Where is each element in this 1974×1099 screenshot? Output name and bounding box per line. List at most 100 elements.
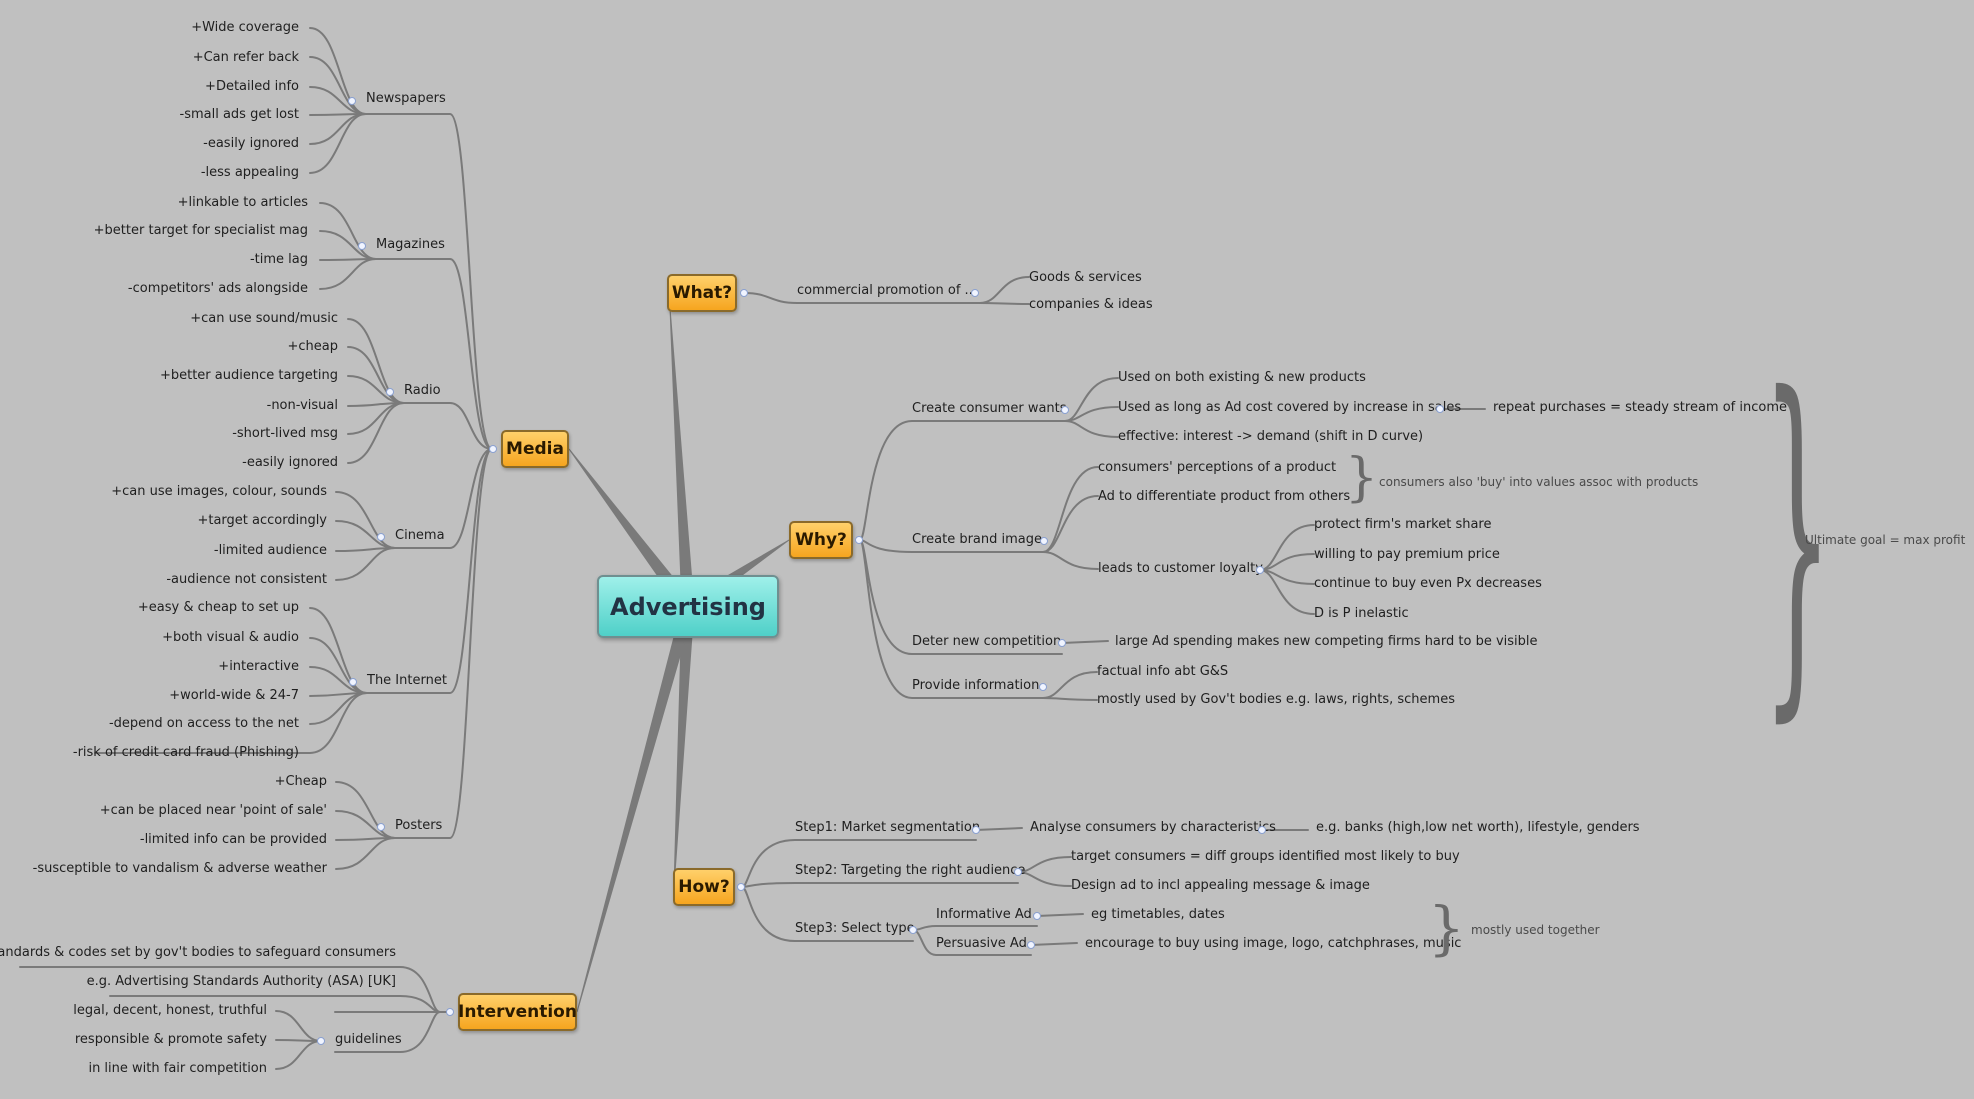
- loyalty-item[interactable]: D is P inelastic: [1314, 606, 1409, 621]
- bi-item[interactable]: leads to customer loyalty: [1098, 561, 1263, 576]
- media-item[interactable]: -audience not consistent: [166, 572, 327, 587]
- media-item[interactable]: +both visual & audio: [162, 630, 299, 645]
- persuasive-ad[interactable]: Persuasive Ad: [936, 936, 1027, 951]
- media-item[interactable]: -small ads get lost: [179, 107, 300, 122]
- collapse-toggle[interactable]: [1258, 826, 1266, 834]
- topic-intervention[interactable]: Intervention: [458, 993, 577, 1031]
- provide-item[interactable]: mostly used by Gov't bodies e.g. laws, r…: [1097, 692, 1455, 707]
- media-item[interactable]: +Detailed info: [205, 79, 299, 94]
- media-item[interactable]: +can use sound/music: [190, 311, 338, 326]
- loyalty-item[interactable]: protect firm's market share: [1314, 517, 1492, 532]
- collapse-toggle-how[interactable]: [737, 883, 745, 891]
- collapse-toggle[interactable]: [317, 1037, 325, 1045]
- media-item[interactable]: +target accordingly: [197, 513, 327, 528]
- collapse-toggle[interactable]: [1039, 683, 1047, 691]
- collapse-toggle[interactable]: [1040, 537, 1048, 545]
- media-item[interactable]: +Cheap: [274, 774, 327, 789]
- how-step1[interactable]: Step1: Market segmentation: [795, 820, 981, 835]
- media-item[interactable]: +world-wide & 24-7: [169, 688, 299, 703]
- collapse-toggle[interactable]: [349, 678, 357, 686]
- collapse-toggle[interactable]: [348, 97, 356, 105]
- media-item[interactable]: -non-visual: [266, 398, 338, 413]
- loyalty-item[interactable]: willing to pay premium price: [1314, 547, 1500, 562]
- media-cinema[interactable]: Cinema: [395, 528, 445, 543]
- collapse-toggle[interactable]: [358, 242, 366, 250]
- collapse-toggle-why[interactable]: [855, 536, 863, 544]
- intervention-item[interactable]: Standards & codes set by gov't bodies to…: [0, 945, 396, 960]
- persuasive-item[interactable]: encourage to buy using image, logo, catc…: [1085, 936, 1462, 951]
- what-branch[interactable]: commercial promotion of ...: [797, 283, 977, 298]
- media-radio[interactable]: Radio: [404, 383, 441, 398]
- media-item[interactable]: +better target for specialist mag: [93, 223, 308, 238]
- media-item[interactable]: +can be placed near 'point of sale': [99, 803, 327, 818]
- guideline-item[interactable]: legal, decent, honest, truthful: [73, 1003, 267, 1018]
- media-item[interactable]: -short-lived msg: [232, 426, 338, 441]
- media-item[interactable]: -limited audience: [213, 543, 327, 558]
- media-item[interactable]: -depend on access to the net: [108, 716, 299, 731]
- why-brand-image[interactable]: Create brand image: [912, 532, 1043, 547]
- collapse-toggle[interactable]: [971, 289, 979, 297]
- collapse-toggle-what[interactable]: [740, 289, 748, 297]
- deter-item[interactable]: large Ad spending makes new competing fi…: [1115, 634, 1538, 649]
- how-step2[interactable]: Step2: Targeting the right audience: [795, 863, 1026, 878]
- media-item[interactable]: +Can refer back: [192, 50, 299, 65]
- bi-item[interactable]: consumers' perceptions of a product: [1098, 460, 1337, 475]
- collapse-toggle-intervention[interactable]: [446, 1008, 454, 1016]
- collapse-toggle[interactable]: [1436, 405, 1444, 413]
- media-item[interactable]: +linkable to articles: [177, 195, 308, 210]
- topic-what[interactable]: What?: [667, 274, 737, 312]
- collapse-toggle-media[interactable]: [489, 445, 497, 453]
- media-item[interactable]: -less appealing: [200, 165, 299, 180]
- media-item[interactable]: +easy & cheap to set up: [137, 600, 299, 615]
- why-provide[interactable]: Provide information: [912, 678, 1040, 693]
- provide-item[interactable]: factual info abt G&S: [1097, 664, 1229, 679]
- how-step3[interactable]: Step3: Select type: [795, 921, 915, 936]
- collapse-toggle[interactable]: [377, 533, 385, 541]
- guideline-item[interactable]: responsible & promote safety: [74, 1032, 267, 1047]
- media-item[interactable]: +interactive: [218, 659, 299, 674]
- collapse-toggle[interactable]: [1061, 406, 1069, 414]
- central-topic[interactable]: Advertising: [597, 575, 779, 638]
- why-consumer-wants[interactable]: Create consumer wants: [912, 401, 1067, 416]
- bi-item[interactable]: Ad to differentiate product from others: [1098, 489, 1351, 504]
- step1-sub-item[interactable]: e.g. banks (high,low net worth), lifesty…: [1316, 820, 1640, 835]
- collapse-toggle[interactable]: [377, 823, 385, 831]
- collapse-toggle[interactable]: [1256, 566, 1264, 574]
- collapse-toggle[interactable]: [386, 388, 394, 396]
- step1-item[interactable]: Analyse consumers by characteristics: [1030, 820, 1276, 835]
- media-item[interactable]: -competitors' ads alongside: [127, 281, 308, 296]
- collapse-toggle[interactable]: [1058, 639, 1066, 647]
- step2-item[interactable]: Design ad to incl appealing message & im…: [1071, 878, 1370, 893]
- what-item[interactable]: companies & ideas: [1029, 297, 1153, 312]
- informative-item[interactable]: eg timetables, dates: [1091, 907, 1225, 922]
- media-item[interactable]: +can use images, colour, sounds: [111, 484, 327, 499]
- collapse-toggle[interactable]: [972, 826, 980, 834]
- collapse-toggle[interactable]: [909, 926, 917, 934]
- media-item[interactable]: +Wide coverage: [191, 20, 299, 35]
- guideline-item[interactable]: in line with fair competition: [88, 1061, 267, 1076]
- collapse-toggle[interactable]: [1027, 941, 1035, 949]
- step2-item[interactable]: target consumers = diff groups identifie…: [1071, 849, 1460, 864]
- media-item[interactable]: -easily ignored: [203, 136, 299, 151]
- cw-sub-item[interactable]: repeat purchases = steady stream of inco…: [1493, 400, 1787, 415]
- intervention-item[interactable]: e.g. Advertising Standards Authority (AS…: [86, 974, 396, 989]
- media-item[interactable]: +cheap: [287, 339, 339, 354]
- media-item[interactable]: -easily ignored: [242, 455, 338, 470]
- media-internet[interactable]: The Internet: [367, 673, 447, 688]
- media-item[interactable]: +better audience targeting: [159, 368, 338, 383]
- media-item[interactable]: -limited info can be provided: [139, 832, 327, 847]
- topic-how[interactable]: How?: [673, 868, 735, 906]
- media-newspapers[interactable]: Newspapers: [366, 91, 446, 106]
- cw-item[interactable]: Used on both existing & new products: [1118, 370, 1366, 385]
- why-deter[interactable]: Deter new competition: [912, 634, 1062, 649]
- cw-item[interactable]: Used as long as Ad cost covered by incre…: [1118, 400, 1462, 415]
- media-item[interactable]: -susceptible to vandalism & adverse weat…: [32, 861, 327, 876]
- cw-item[interactable]: effective: interest -> demand (shift in …: [1118, 429, 1424, 444]
- media-item[interactable]: -risk of credit card fraud (Phishing): [72, 745, 299, 760]
- collapse-toggle[interactable]: [1033, 912, 1041, 920]
- media-posters[interactable]: Posters: [395, 818, 443, 833]
- intervention-guidelines[interactable]: guidelines: [335, 1032, 402, 1047]
- loyalty-item[interactable]: continue to buy even Px decreases: [1314, 576, 1542, 591]
- informative-ad[interactable]: Informative Ad: [936, 907, 1032, 922]
- what-item[interactable]: Goods & services: [1029, 270, 1142, 285]
